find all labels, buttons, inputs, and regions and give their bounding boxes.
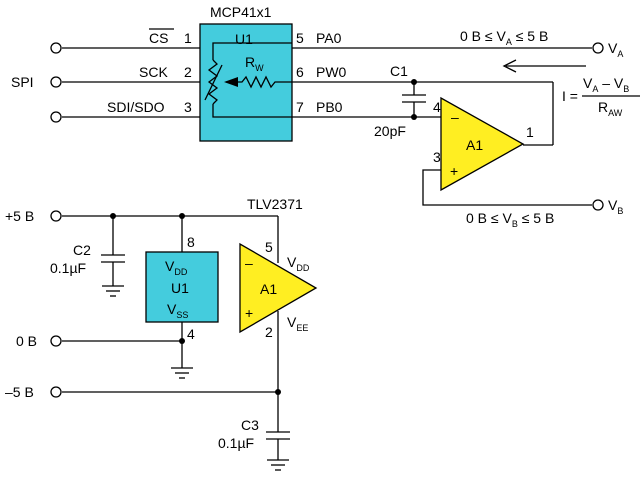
current-equation: I = VA – VB RAW <box>562 75 640 118</box>
eq-numerator: VA – VB <box>583 75 629 94</box>
pin-6-num: 6 <box>296 64 304 80</box>
c3-capacitor <box>266 431 290 460</box>
digipot-ref: U1 <box>235 31 253 47</box>
digipot-part-title: MCP41x1 <box>210 4 272 20</box>
u1-vdd: VDD <box>165 258 188 277</box>
minus5-node <box>275 389 281 395</box>
amp-vdd: VDD <box>287 254 310 273</box>
pin-cs-name: CS <box>149 30 168 46</box>
u1-power-block <box>145 251 219 323</box>
u1-vss: VSS <box>167 301 188 320</box>
opamp-bottom-plus: + <box>245 305 253 321</box>
zero-node <box>179 338 185 344</box>
potentiometer-symbol <box>204 42 292 118</box>
zero-label: 0 B <box>16 333 37 349</box>
pin-sck-name: SCK <box>139 64 168 80</box>
plus5-terminal[interactable] <box>50 210 62 222</box>
c2-capacitor <box>101 216 125 286</box>
minus5-label: –5 B <box>5 384 34 400</box>
vb-label: VB <box>608 197 623 216</box>
pin-pb0-name: PB0 <box>316 99 343 115</box>
opamp-top-pin-3: 3 <box>433 149 441 165</box>
amp-pin-2: 2 <box>265 324 273 340</box>
pin-3-num: 3 <box>184 99 192 115</box>
vb-range: 0 B ≤ VB ≤ 5 B <box>466 210 554 229</box>
c2-ground-icon <box>102 285 124 297</box>
opamp-top-pin-4: 4 <box>433 99 441 115</box>
current-arrow <box>502 59 586 73</box>
pin-sdi-name: SDI/SDO <box>107 99 165 115</box>
u1-ground-icon <box>171 367 193 379</box>
pin-pa0-name: PA0 <box>316 30 342 46</box>
opamp-bottom-minus: – <box>245 255 253 271</box>
opamp-top-ref: A1 <box>466 137 483 153</box>
rw-label: RW <box>245 54 264 73</box>
u1-pin-8: 8 <box>187 234 195 250</box>
sdi-terminal[interactable] <box>50 111 62 123</box>
opamp-top-pin-1: 1 <box>526 124 534 140</box>
vb-terminal[interactable] <box>592 199 604 211</box>
plus5-label: +5 B <box>5 208 34 224</box>
c1-value: 20pF <box>374 123 406 139</box>
va-terminal[interactable] <box>592 42 604 54</box>
c3-ground-icon <box>267 459 289 471</box>
pin-2-num: 2 <box>184 64 192 80</box>
eq-lhs: I = <box>562 88 578 104</box>
pin-1-num: 1 <box>184 30 192 46</box>
c1-capacitor <box>402 82 426 117</box>
amp-vee: VEE <box>287 314 308 333</box>
pin-pw0-name: PW0 <box>316 64 347 80</box>
u1-pin-4: 4 <box>187 326 195 342</box>
amp-part-label: TLV2371 <box>247 196 303 212</box>
opamp-bottom-ref: A1 <box>260 281 277 297</box>
zero-terminal[interactable] <box>50 335 62 347</box>
cs-terminal[interactable] <box>50 42 62 54</box>
pin-7-num: 7 <box>296 99 304 115</box>
c2-ref: C2 <box>73 242 91 258</box>
eq-denominator: RAW <box>598 99 623 118</box>
opamp-a1-bottom <box>239 242 318 334</box>
sck-terminal[interactable] <box>50 76 62 88</box>
va-label: VA <box>608 40 623 59</box>
u1-power-ref: U1 <box>171 280 189 296</box>
opamp-top-minus: – <box>451 109 459 125</box>
c2-value: 0.1µF <box>50 260 86 276</box>
minus5-terminal[interactable] <box>50 386 62 398</box>
va-range: 0 B ≤ VA ≤ 5 B <box>460 28 548 47</box>
opamp-a1-top <box>440 96 525 192</box>
opamp-top-plus: + <box>450 163 458 179</box>
amp-pin-5: 5 <box>265 239 273 255</box>
pin-5-num: 5 <box>296 30 304 46</box>
c3-ref: C3 <box>241 417 259 433</box>
spi-label: SPI <box>11 74 34 90</box>
c1-ref: C1 <box>390 63 408 79</box>
c3-value: 0.1µF <box>218 435 254 451</box>
